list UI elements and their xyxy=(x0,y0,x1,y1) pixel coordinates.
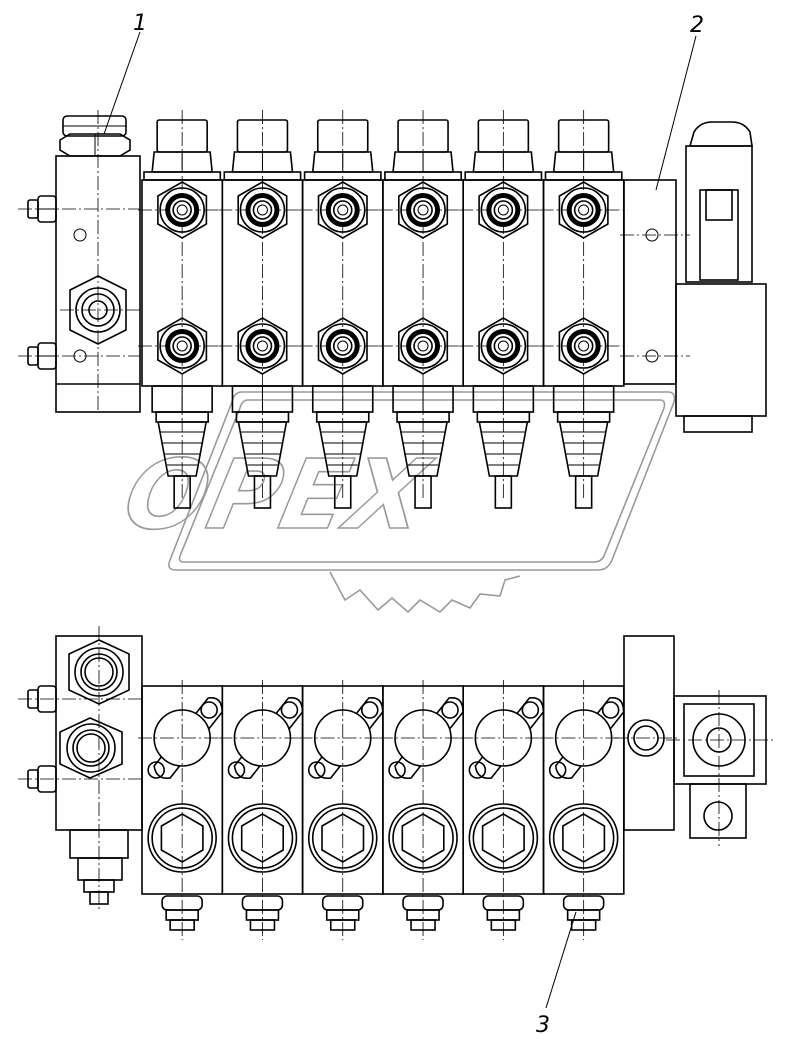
callout-1: 1 xyxy=(103,11,147,135)
callout-2: 2 xyxy=(655,13,704,191)
control-section-top-2 xyxy=(218,110,307,509)
callout-2-label: 2 xyxy=(690,13,704,38)
watermark-gear xyxy=(329,571,521,614)
control-section-bottom-2 xyxy=(218,680,307,940)
solenoid-valve-bottom xyxy=(666,690,776,846)
inlet-section-bottom xyxy=(18,626,143,910)
control-section-top-6 xyxy=(539,110,628,509)
control-section-bottom-4 xyxy=(378,680,468,940)
control-section-bottom-5 xyxy=(459,680,548,940)
control-sections-bottom xyxy=(138,680,628,940)
callout-1-label: 1 xyxy=(133,11,147,36)
solenoid-valve-top xyxy=(675,121,767,433)
end-plate-bottom xyxy=(614,635,680,831)
control-section-bottom-3 xyxy=(298,680,387,940)
watermark: OPEX xyxy=(114,391,676,614)
callout-3: 3 xyxy=(536,911,577,1038)
watermark-frame-inner xyxy=(178,399,666,563)
watermark-text: OPEX xyxy=(115,439,440,551)
control-sections-top xyxy=(138,110,628,509)
control-section-bottom-6 xyxy=(539,680,628,940)
inlet-section-top xyxy=(18,110,141,413)
bottom-view: 3 xyxy=(18,626,776,1038)
control-section-top-4 xyxy=(378,110,468,509)
end-plate-top xyxy=(620,179,690,385)
top-view: 1 2 xyxy=(18,11,767,509)
control-section-top-5 xyxy=(459,110,548,509)
callout-3-label: 3 xyxy=(536,1013,550,1038)
control-section-bottom-1 xyxy=(138,680,227,940)
control-section-top-1 xyxy=(138,110,227,509)
